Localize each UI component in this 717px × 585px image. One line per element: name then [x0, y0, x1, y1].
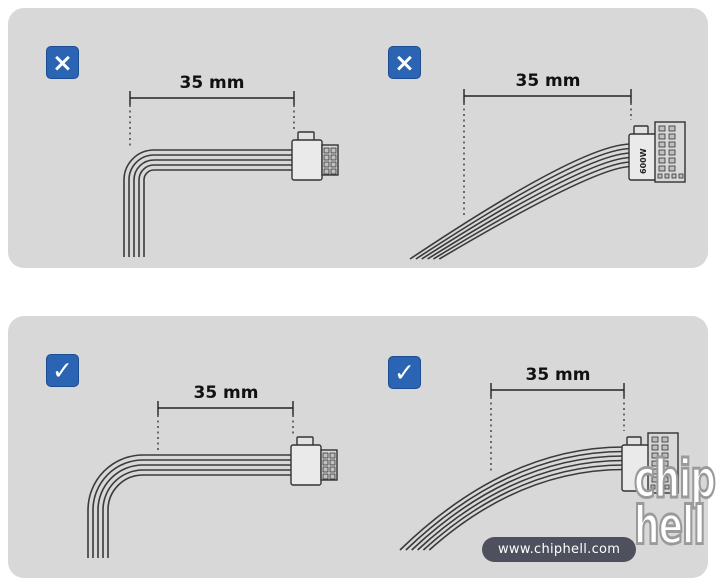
dimension-label: 35 mm — [179, 73, 244, 93]
wire — [417, 459, 625, 551]
wire — [87, 454, 293, 558]
12vhpwr-connector — [628, 121, 686, 183]
wire — [438, 165, 632, 260]
wire — [138, 164, 294, 257]
incorrect-panel: × × 35 mm — [8, 8, 708, 268]
wire — [405, 450, 625, 551]
dimension-label: 35 mm — [193, 383, 258, 403]
wire — [409, 143, 632, 260]
wire — [415, 147, 632, 260]
watermark-url: www.chiphell.com — [482, 537, 637, 562]
pcie-8pin-connector — [290, 436, 338, 486]
dimension-35mm: 35 mm — [129, 73, 295, 146]
incorrect-badge-right: × — [388, 46, 421, 79]
wire — [411, 455, 625, 551]
x-icon: × — [394, 48, 415, 77]
dimension-label: 35 mm — [515, 71, 580, 91]
figure-incorrect-8pin: 35 mm — [123, 73, 339, 257]
cable-wires — [409, 143, 632, 260]
pcie-8pin-connector — [291, 131, 339, 181]
figure-correct-12vhpwr: 35 mm — [399, 365, 679, 551]
dimension-35mm: 35 mm — [463, 71, 632, 216]
wire — [432, 161, 632, 260]
dimension-35mm: 35 mm — [490, 365, 625, 472]
connector-wattage-label: 600W — [639, 148, 648, 174]
wire — [123, 149, 294, 257]
cable-wires — [123, 149, 294, 257]
figure-incorrect-12vhpwr: 35 mm 600W — [409, 71, 686, 260]
chiphell-logo-line1: chip — [633, 450, 717, 511]
correct-badge-left: ✓ — [46, 354, 79, 387]
watermark-text: www.chiphell.com — [498, 542, 621, 557]
wire — [107, 474, 293, 558]
figure-correct-8pin: 35 mm — [87, 383, 338, 558]
wire — [133, 159, 294, 257]
wire — [399, 446, 625, 551]
wire — [143, 169, 294, 257]
wire — [422, 464, 625, 551]
dimension-label: 35 mm — [525, 365, 590, 385]
wire — [102, 469, 293, 558]
cable-wires — [87, 454, 293, 558]
chiphell-logo: chip hell — [633, 450, 717, 557]
dimension-35mm: 35 mm — [157, 383, 294, 450]
cable-wires — [399, 446, 625, 551]
check-icon: ✓ — [394, 358, 415, 387]
correct-badge-right: ✓ — [388, 356, 421, 389]
check-icon: ✓ — [52, 356, 73, 385]
x-icon: × — [52, 48, 73, 77]
wire — [97, 464, 293, 558]
chiphell-logo-line2: hell — [633, 496, 707, 557]
wire — [421, 152, 632, 260]
wire — [128, 154, 294, 257]
incorrect-badge-left: × — [46, 46, 79, 79]
wire — [427, 156, 632, 260]
wire — [92, 459, 293, 558]
correct-panel: ✓ ✓ 35 mm — [8, 316, 708, 578]
wire — [428, 468, 625, 551]
